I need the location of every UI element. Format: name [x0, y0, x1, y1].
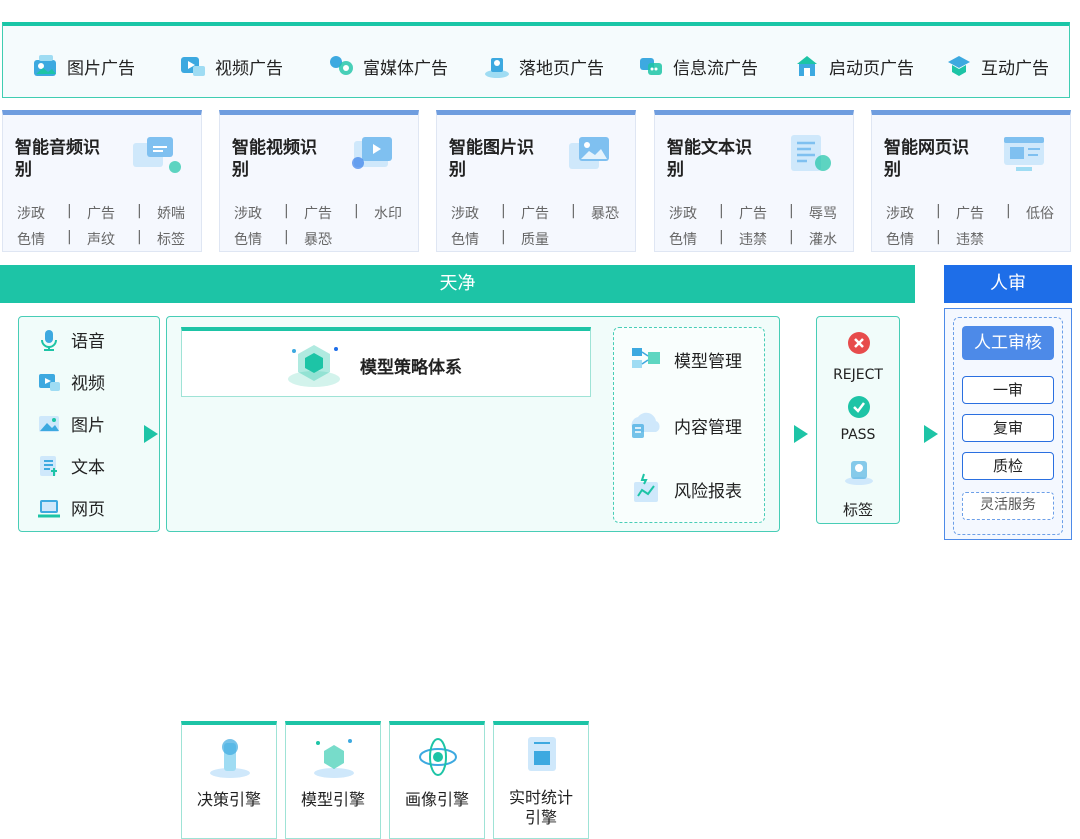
card-title: 智能图片识别	[449, 138, 534, 180]
ad-type-landing-page: 落地页广告	[483, 52, 604, 80]
model-management-icon	[628, 342, 664, 376]
model-engine: 模型引擎	[285, 721, 381, 839]
source-video: 视频	[37, 369, 105, 394]
profile-engine-icon	[414, 735, 462, 779]
ad-types-bar: 图片广告 视频广告 富媒体广告 落地页广告 信息流广告 启动页广告 互动广告	[2, 22, 1070, 98]
results-panel: REJECT PASS 标签	[816, 316, 900, 524]
decision-engine: 决策引擎	[181, 721, 277, 839]
webpage-icon	[37, 496, 61, 520]
splash-ad-icon	[793, 52, 821, 80]
source-text: 文本	[37, 453, 105, 478]
cube-icon	[286, 339, 342, 389]
flexible-service: 灵活服务	[962, 492, 1054, 520]
human-review-header: 人审	[944, 265, 1072, 303]
profile-engine: 画像引擎	[389, 721, 485, 839]
text-recognition-icon	[783, 133, 835, 177]
first-review-step: 一审	[962, 376, 1054, 404]
quality-check-step: 质检	[962, 452, 1054, 480]
strategy-system-box: 模型策略体系	[181, 327, 591, 397]
realtime-statistics-engine: 实时统计 引擎	[493, 721, 589, 839]
pass-label: PASS	[840, 427, 876, 443]
webpage-recognition-icon	[1000, 133, 1052, 177]
card-title: 智能音频识别	[15, 138, 100, 180]
risk-report-icon	[628, 472, 664, 506]
human-review-inner: 人工审核 一审 复审 质检 灵活服务	[953, 317, 1063, 535]
rich-media-ad-icon	[327, 52, 355, 80]
landing-page-ad-icon	[483, 52, 511, 80]
model-engine-icon	[310, 735, 358, 779]
second-review-step: 复审	[962, 414, 1054, 442]
card-image-recognition: 智能图片识别 涉政 | 广告 | 暴恐 色情 | 质量	[436, 110, 636, 252]
flow-arrow	[794, 425, 808, 443]
card-title: 智能网页识别	[884, 138, 969, 180]
card-title: 智能视频识别	[232, 138, 317, 180]
ad-type-feed: 信息流广告	[637, 52, 758, 80]
video-ad-icon	[179, 52, 207, 80]
human-review-panel: 人工审核 一审 复审 质检 灵活服务	[944, 308, 1072, 540]
interactive-ad-icon	[945, 52, 973, 80]
ad-type-image: 图片广告	[31, 52, 135, 80]
reject-icon	[847, 331, 871, 355]
flow-arrow	[144, 425, 158, 443]
tag-label: 标签	[842, 501, 873, 519]
manual-review-title: 人工审核	[962, 326, 1054, 360]
pass-icon	[847, 395, 871, 419]
card-video-recognition: 智能视频识别 涉政 | 广告 | 水印 色情 | 暴恐	[219, 110, 419, 252]
risk-report: 风险报表	[628, 472, 742, 506]
source-voice: 语音	[37, 327, 105, 352]
image-icon	[37, 412, 61, 436]
content-management: 内容管理	[628, 408, 742, 442]
realtime-statistics-icon	[518, 733, 566, 777]
reject-label: REJECT	[833, 367, 883, 383]
strategy-system-title: 模型策略体系	[360, 358, 462, 378]
tag-icon	[843, 455, 875, 487]
video-icon	[37, 370, 61, 394]
video-recognition-icon	[348, 133, 400, 177]
source-types-panel: 语音 视频 图片 文本 网页	[18, 316, 160, 532]
ad-type-rich-media: 富媒体广告	[327, 52, 448, 80]
management-box: 模型管理 内容管理 风险报表	[613, 327, 765, 523]
engine-panel: 模型策略体系 决策引擎 模型引擎 画像引擎 实时统计 引擎 模型管理 内容管理 …	[166, 316, 780, 839]
ad-type-splash: 启动页广告	[793, 52, 914, 80]
flow-arrow	[924, 425, 938, 443]
text-icon	[37, 454, 61, 478]
tianjing-header: 天净	[0, 265, 915, 303]
card-audio-recognition: 智能音频识别 涉政 | 广告 | 娇喘 色情 | 声纹 | 标签	[2, 110, 202, 252]
content-management-icon	[628, 408, 664, 442]
model-management: 模型管理	[628, 342, 742, 376]
source-image: 图片	[37, 411, 105, 436]
image-ad-icon	[31, 52, 59, 80]
card-title: 智能文本识别	[667, 138, 752, 180]
audio-recognition-icon	[131, 133, 183, 177]
card-text-recognition: 智能文本识别 涉政 | 广告 | 辱骂 色情 | 违禁 | 灌水	[654, 110, 854, 252]
decision-engine-icon	[206, 735, 254, 779]
image-recognition-icon	[565, 133, 617, 177]
ad-type-video: 视频广告	[179, 52, 283, 80]
microphone-icon	[37, 328, 61, 352]
feed-ad-icon	[637, 52, 665, 80]
card-webpage-recognition: 智能网页识别 涉政 | 广告 | 低俗 色情 | 违禁	[871, 110, 1071, 252]
ad-type-interactive: 互动广告	[945, 52, 1049, 80]
source-webpage: 网页	[37, 495, 105, 520]
